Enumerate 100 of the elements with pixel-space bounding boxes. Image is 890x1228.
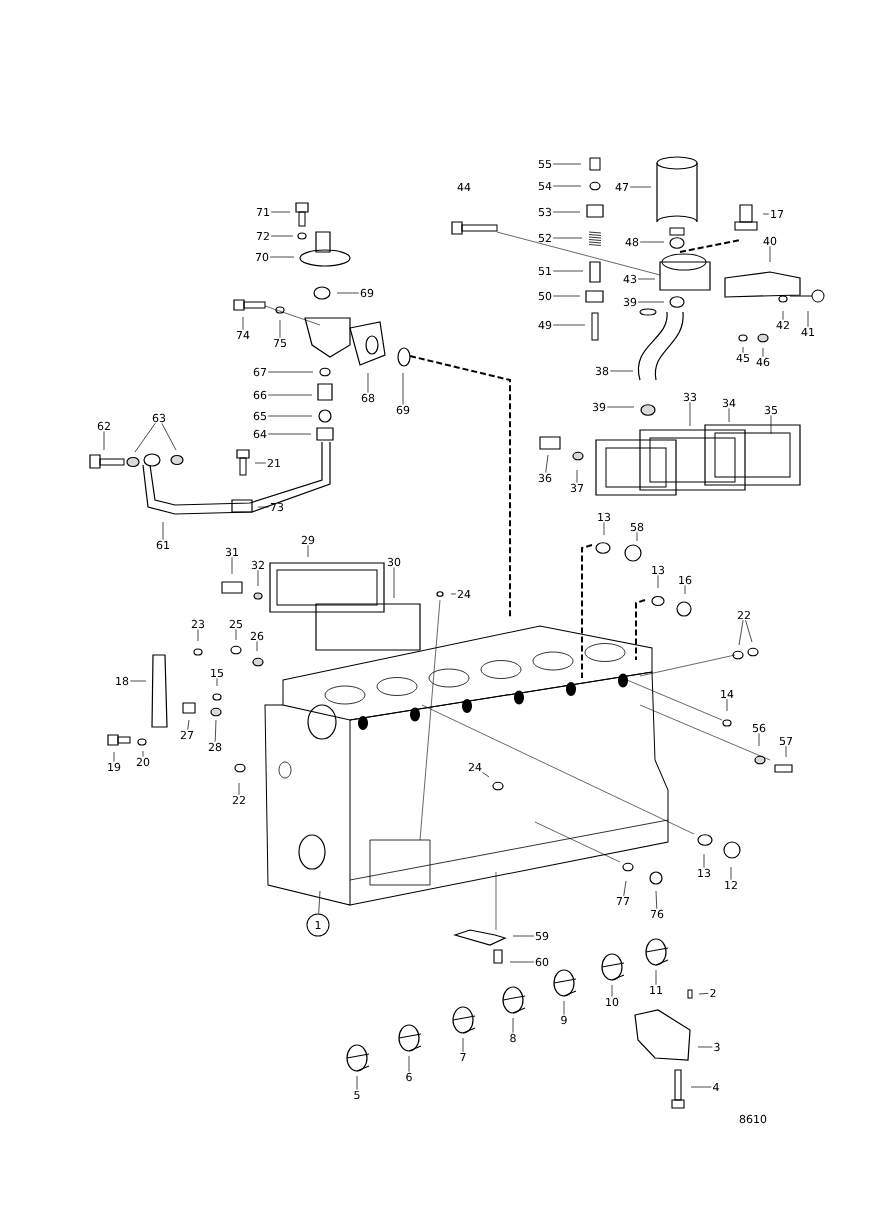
callout-number: 19 [108, 762, 121, 772]
callout-number: 52 [538, 233, 551, 243]
leader-line [367, 372, 369, 393]
callout-number: 57 [779, 736, 793, 746]
callout-number: 35 [764, 405, 778, 415]
leader-line [393, 567, 395, 599]
callout-number: 14 [721, 690, 734, 698]
leader-line [698, 993, 709, 995]
leader-line [336, 292, 360, 294]
callout-number: 72 [256, 231, 269, 241]
leader-line [254, 462, 267, 464]
callout-number: 26 [250, 631, 264, 641]
leader-line [703, 853, 705, 868]
leader-line [657, 575, 659, 589]
callout-number: 53 [538, 207, 552, 217]
callout-number: 63 [152, 413, 166, 423]
leader-line [552, 185, 582, 187]
leader-line [552, 237, 583, 239]
callout-number: 37 [570, 483, 584, 493]
leader-line [462, 1037, 464, 1053]
callout-number: 13 [652, 565, 665, 575]
leader-line [267, 371, 314, 373]
callout-number: 20 [136, 757, 150, 767]
callout-number: 18 [116, 676, 129, 686]
leader-line [684, 585, 686, 595]
leader-line [552, 270, 584, 272]
callout-number: 77 [616, 897, 630, 905]
leader-line [758, 733, 760, 747]
callout-number: 4 [713, 1083, 719, 1091]
callout-number: 15 [211, 668, 224, 678]
leader-line [690, 1086, 712, 1088]
leader-line [726, 698, 728, 712]
leader-line [639, 241, 665, 243]
leader-line [270, 211, 291, 213]
leader-line [609, 370, 634, 372]
leader-line [134, 423, 156, 453]
callout-number: 70 [255, 252, 269, 262]
leader-line [623, 880, 627, 897]
leader-line [103, 431, 105, 451]
callout-number: 23 [191, 619, 205, 629]
leader-line [606, 406, 635, 408]
leader-line [552, 295, 581, 297]
callout-number: 40 [763, 236, 777, 246]
callout-number: 75 [273, 338, 287, 348]
callout-number: 8 [510, 1033, 516, 1043]
leader-line [214, 719, 217, 742]
callout-number: 55 [538, 159, 552, 169]
leader-line [402, 372, 404, 405]
leader-line [231, 557, 233, 575]
leader-line [267, 394, 313, 396]
callout-number: 39 [592, 402, 606, 412]
callout-number: 50 [538, 291, 552, 301]
leader-line [356, 1075, 358, 1091]
leader-line [603, 522, 605, 536]
leader-line [270, 235, 294, 237]
leader-line [235, 629, 237, 641]
leader-line [637, 301, 665, 303]
leader-line [728, 408, 730, 423]
leader-line [129, 680, 147, 682]
callout-number: 13 [598, 512, 611, 522]
callout-number: 38 [595, 366, 609, 376]
leader-line [545, 454, 549, 473]
callout-number: 48 [625, 237, 639, 247]
leader-line [267, 433, 312, 435]
callout-number: 69 [360, 288, 374, 298]
callout-number: 73 [270, 502, 284, 512]
leader-line [782, 310, 784, 321]
leader-line [769, 246, 771, 263]
callout-number: 39 [623, 297, 637, 307]
leader-line [142, 750, 144, 757]
callout-number: 61 [156, 540, 169, 550]
callout-number: 30 [387, 557, 401, 567]
leader-line [238, 782, 240, 796]
leader-line [509, 961, 535, 963]
callout-number: 67 [253, 367, 267, 377]
callout-number: 43 [623, 274, 637, 284]
callout-number: 65 [253, 411, 267, 421]
callout-number: 12 [725, 880, 737, 890]
leader-line [552, 324, 586, 326]
leader-line [576, 469, 578, 483]
leader-line [257, 570, 259, 587]
callout-number: 5 [354, 1090, 360, 1100]
leader-line [267, 415, 313, 417]
callout-number: 36 [538, 473, 552, 483]
leader-line [689, 402, 691, 427]
callout-number: 22 [232, 795, 245, 805]
callout-number: 22 [737, 610, 750, 620]
callout-number: 41 [801, 328, 814, 336]
leader-line [745, 619, 753, 643]
callout-number: 68 [361, 393, 375, 403]
leader-line [318, 890, 321, 914]
leader-line [197, 629, 199, 642]
callout-number: 13 [698, 868, 711, 878]
callout-number: 17 [771, 210, 784, 218]
leader-line [770, 415, 772, 435]
callout-number: 24 [457, 589, 471, 599]
leader-line [697, 1046, 713, 1048]
leader-line [512, 935, 535, 937]
leader-line [563, 1000, 565, 1015]
callout-number: 44 [457, 183, 471, 191]
